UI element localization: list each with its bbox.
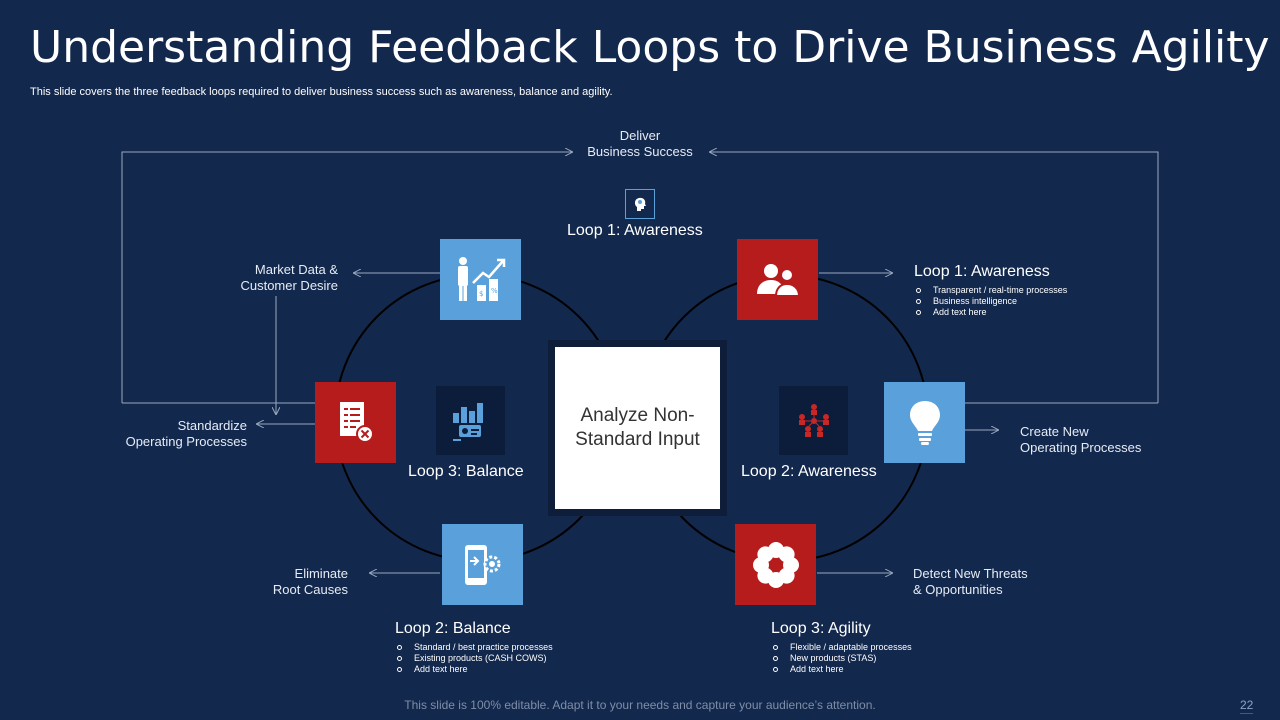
page-number: 22 <box>1240 698 1254 714</box>
loop1-awareness-bullets: Transparent / real-time processes Busine… <box>914 285 1067 318</box>
lightbulb-icon <box>909 400 940 445</box>
loop-top-title: Loop 1: Awareness <box>567 222 703 239</box>
footer-note: This slide is 100% editable. Adapt it to… <box>404 698 876 712</box>
customers-tile <box>737 239 818 320</box>
create-new-label: Create New Operating Processes <box>1020 424 1141 456</box>
standardize-tile <box>315 382 396 463</box>
market-data-line1: Market Data & <box>254 262 338 277</box>
balance-small-tile <box>436 386 505 455</box>
bullet-item: Add text here <box>395 664 553 675</box>
gear-flower-icon <box>752 541 799 588</box>
center-analyze-text: Analyze Non- Standard Input <box>555 347 720 509</box>
agility-tile <box>735 524 816 605</box>
standardize-label: Standardize Operating Processes <box>87 418 247 450</box>
loop2-awareness-label: Loop 2: Awareness <box>741 463 877 480</box>
center-text-line2: Standard Input <box>575 429 700 450</box>
loop3-agility-title: Loop 3: Agility <box>771 620 871 637</box>
network-people-icon <box>798 403 829 437</box>
eliminate-label: Eliminate Root Causes <box>188 566 348 598</box>
businessman-growth-chart-icon: $ % <box>457 256 505 301</box>
svg-text:%: % <box>491 287 498 295</box>
deliver-business-success-label: Deliver Business Success <box>560 128 720 160</box>
bullet-item: Business intelligence <box>914 296 1067 307</box>
center-text-line1: Analyze Non- <box>580 405 695 426</box>
loop3-agility-bullets: Flexible / adaptable processes New produ… <box>771 642 912 675</box>
bullet-item: New products (STAS) <box>771 653 912 664</box>
eliminate-tile <box>442 524 523 605</box>
head-idea-icon <box>625 189 655 219</box>
create-new-line2: Operating Processes <box>1020 440 1142 455</box>
loop3-balance-label: Loop 3: Balance <box>408 463 524 480</box>
slide-title: Understanding Feedback Loops to Drive Bu… <box>30 22 1270 73</box>
loop3-agility-block: Loop 3: Agility Flexible / adaptable pro… <box>771 620 912 675</box>
bullet-item: Standard / best practice processes <box>395 642 553 653</box>
awareness-small-tile <box>779 386 848 455</box>
detect-threats-line1: Detect New Threats <box>913 566 1028 581</box>
loop2-balance-block: Loop 2: Balance Standard / best practice… <box>395 620 553 675</box>
document-cancel-icon <box>339 401 374 443</box>
eliminate-line2: Root Causes <box>272 582 348 597</box>
right-arrows <box>817 273 998 573</box>
standardize-line1: Standardize <box>177 418 247 433</box>
eliminate-line1: Eliminate <box>294 566 348 581</box>
slide-subtitle: This slide covers the three feedback loo… <box>30 86 613 98</box>
market-data-line2: Customer Desire <box>240 278 338 293</box>
analytics-dashboard-icon <box>452 402 483 441</box>
bullet-item: Transparent / real-time processes <box>914 285 1067 296</box>
create-new-line1: Create New <box>1020 424 1089 439</box>
bullet-item: Add text here <box>771 664 912 675</box>
loop2-balance-title: Loop 2: Balance <box>395 620 511 637</box>
bullet-item: Existing products (CASH COWS) <box>395 653 553 664</box>
market-data-tile: $ % <box>440 239 521 320</box>
bulb-tile <box>884 382 965 463</box>
loop2-balance-bullets: Standard / best practice processes Exist… <box>395 642 553 675</box>
standardize-line2: Operating Processes <box>125 434 247 449</box>
loop1-awareness-title: Loop 1: Awareness <box>914 263 1050 280</box>
detect-threats-line2: & Opportunities <box>913 582 1003 597</box>
market-data-label: Market Data & Customer Desire <box>178 262 338 294</box>
left-arrows <box>257 273 440 573</box>
bullet-item: Flexible / adaptable processes <box>771 642 912 653</box>
svg-text:$: $ <box>479 290 483 298</box>
detect-threats-label: Detect New Threats & Opportunities <box>913 566 1028 598</box>
bullet-item: Add text here <box>914 307 1067 318</box>
center-analyze-box: Analyze Non- Standard Input <box>548 340 727 516</box>
outer-feedback-frame <box>121 152 1159 404</box>
loop1-awareness-block: Loop 1: Awareness Transparent / real-tim… <box>914 263 1067 318</box>
smartphone-gear-icon <box>464 544 500 585</box>
deliver-label-line2: Business Success <box>587 144 693 159</box>
deliver-label-line1: Deliver <box>619 128 661 143</box>
users-group-icon <box>756 263 800 297</box>
